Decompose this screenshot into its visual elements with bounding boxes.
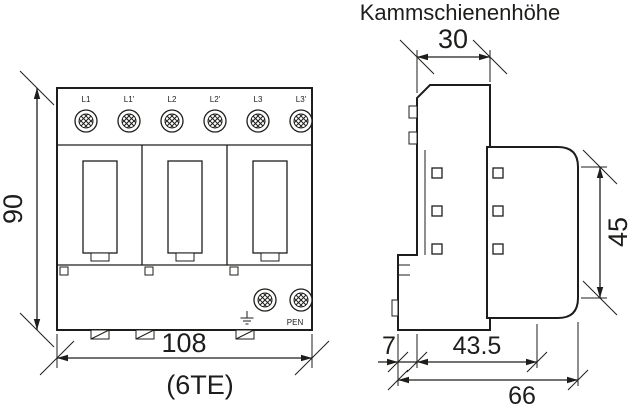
terminal-label: L3'	[296, 95, 307, 104]
dim-oblique	[294, 340, 330, 376]
terminal-window	[492, 167, 504, 179]
dim-arrow	[398, 376, 409, 384]
dim-arrow	[33, 319, 41, 330]
dim-oblique	[472, 39, 508, 75]
terminal-window	[431, 243, 443, 255]
dim-arrow	[596, 167, 604, 178]
dim-oblique	[526, 351, 548, 373]
terminal-screw-icon	[203, 109, 227, 133]
terminal-screw-icon	[289, 109, 313, 133]
side-view	[391, 84, 579, 331]
dim-front-height-label: 45	[603, 217, 633, 247]
terminal-label: L1	[82, 95, 91, 104]
dim-total-depth-label: 66	[508, 382, 536, 410]
terminal-label: L1'	[124, 95, 135, 104]
dimension-height: 90	[0, 70, 55, 348]
dim-oblique	[19, 70, 55, 106]
dim-arrow	[596, 287, 604, 298]
terminal-label: L3	[254, 95, 263, 104]
module-insert	[167, 160, 203, 254]
drawing-title: Kammschienenhöhe	[360, 0, 561, 25]
dimension-top-width: 30	[399, 24, 508, 93]
terminal-screw-icon	[74, 109, 98, 133]
terminal-window	[492, 205, 504, 217]
pen-screw-icon	[253, 288, 277, 312]
terminal-label: L2	[168, 95, 177, 104]
mounting-foot	[235, 329, 255, 340]
dim-oblique	[19, 312, 55, 348]
module-block-outline	[486, 146, 579, 319]
module-tab	[90, 252, 110, 262]
dim-arrow	[526, 358, 537, 366]
din-rail-tab	[408, 105, 418, 119]
terminal-label: L2'	[210, 95, 221, 104]
front-view: L1 L1' L2 L2' L3 L3'	[56, 87, 313, 340]
mounting-foot	[135, 329, 155, 340]
dim-oblique	[39, 340, 75, 376]
dim-oblique	[582, 280, 618, 316]
dim-arrow	[567, 376, 578, 384]
terminal-window	[431, 167, 443, 179]
dim-width-units-label: (6TE)	[166, 370, 234, 400]
latch-square	[144, 266, 154, 276]
ground-icon	[240, 311, 254, 325]
dim-oblique	[399, 39, 435, 75]
dim-oblique	[567, 369, 589, 391]
side-body-outline	[397, 84, 491, 331]
dim-oblique	[406, 351, 428, 373]
dim-oblique	[387, 369, 409, 391]
dim-arrow	[417, 358, 428, 366]
latch-square	[59, 266, 69, 276]
dim-arrow	[417, 53, 428, 61]
terminal-screw-icon	[160, 109, 184, 133]
dim-top-width-label: 30	[438, 24, 468, 54]
module-insert	[82, 160, 118, 254]
terminal-screw-icon	[246, 109, 270, 133]
terminal-window	[431, 205, 443, 217]
dim-arrow	[301, 354, 312, 362]
pen-screw-icon	[289, 288, 313, 312]
module-tab	[260, 252, 280, 262]
module-tab	[175, 252, 195, 262]
module-insert	[252, 160, 288, 254]
dim-arrow	[387, 358, 398, 366]
dim-width-label: 108	[161, 328, 206, 358]
dim-base-depth-label: 43.5	[453, 332, 502, 360]
dimension-width: 108 (6TE)	[39, 328, 330, 400]
latch-square	[229, 266, 239, 276]
clip-tab	[391, 299, 399, 317]
terminal-screw-icon	[117, 109, 141, 133]
dim-oblique	[387, 351, 409, 373]
dim-oblique	[582, 149, 618, 185]
dimension-depths: 7 43.5 66	[378, 322, 589, 410]
dim-clip-offset-label: 7	[382, 332, 396, 360]
din-rail-tab	[408, 131, 418, 145]
mounting-foot	[90, 329, 110, 340]
dim-arrow	[33, 88, 41, 99]
dim-arrow	[479, 53, 490, 61]
pen-label: PEN	[287, 318, 304, 327]
dim-height-label: 90	[0, 194, 28, 224]
dim-arrow	[57, 354, 68, 362]
terminal-window	[492, 243, 504, 255]
dimension-front-height: 45	[581, 149, 633, 316]
